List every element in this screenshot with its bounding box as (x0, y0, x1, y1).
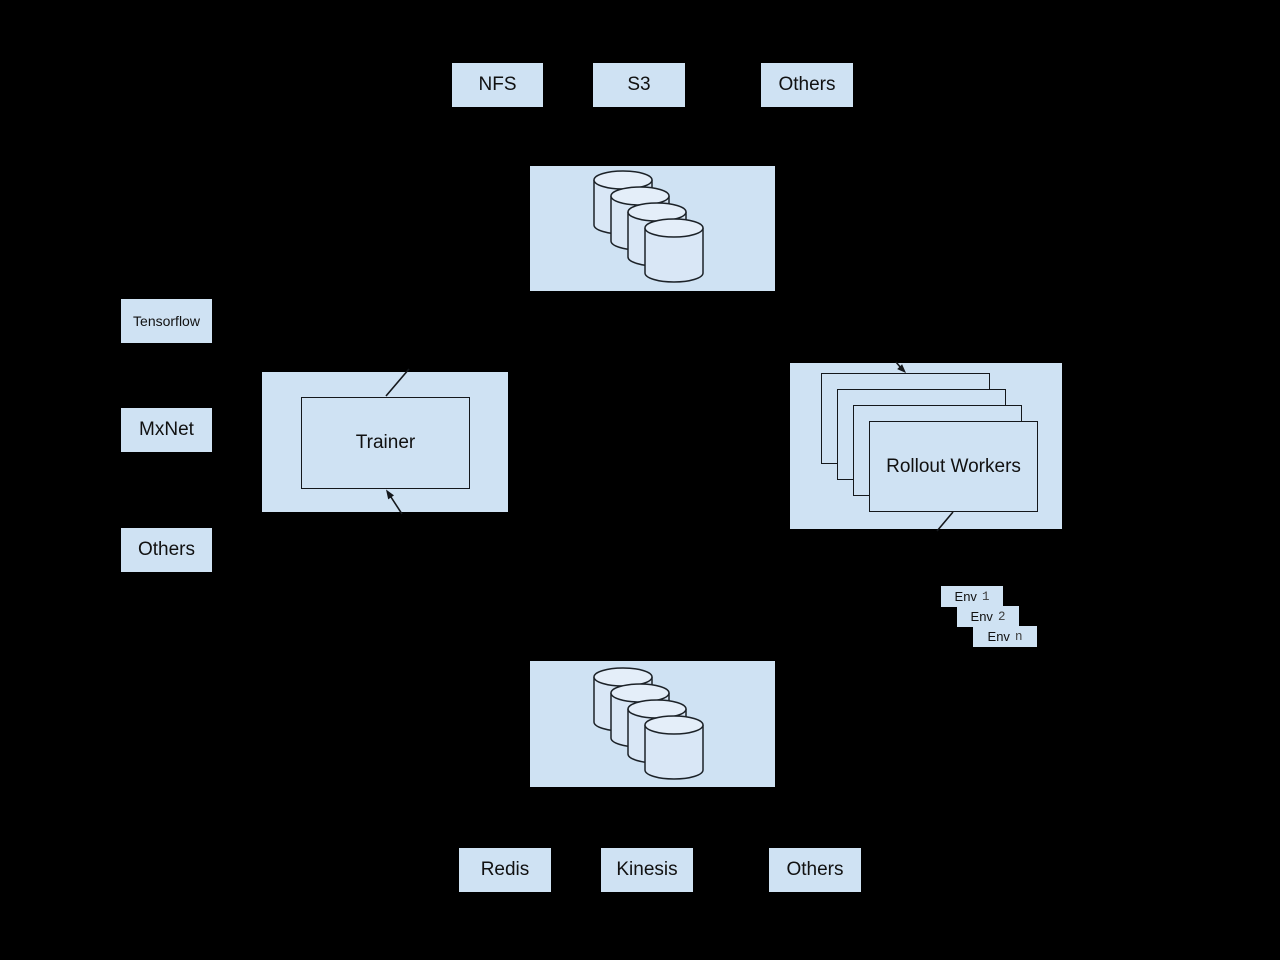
env-label: Env (987, 629, 1010, 644)
database-cylinders-icon (593, 170, 704, 283)
env-index: 2 (997, 609, 1006, 624)
node-nfs: NFS (452, 63, 543, 107)
trainer-group-box: Trainer (262, 372, 508, 512)
node-mxnet: MxNet (121, 408, 212, 452)
node-memory-others: Others (769, 848, 861, 892)
env-label: Env (954, 589, 977, 604)
env-index: 1 (981, 589, 990, 604)
node-env-2: Env 2 (957, 606, 1019, 627)
database-cylinders-icon (593, 667, 704, 780)
node-tensorflow: Tensorflow (121, 299, 212, 343)
env-index: n (1014, 629, 1023, 644)
env-label: Env (970, 609, 993, 624)
node-s3: S3 (593, 63, 685, 107)
node-kinesis: Kinesis (601, 848, 693, 892)
trainer-node: Trainer (301, 397, 470, 489)
node-env-1: Env 1 (941, 586, 1003, 607)
memory-backend-storage-box (530, 661, 775, 787)
node-redis: Redis (459, 848, 551, 892)
node-storage-others: Others (761, 63, 853, 107)
model-storage-box (530, 166, 775, 291)
rollout-workers-group-box: Rollout Workers (790, 363, 1062, 529)
node-framework-others: Others (121, 528, 212, 572)
rollout-workers-node: Rollout Workers (869, 421, 1038, 512)
